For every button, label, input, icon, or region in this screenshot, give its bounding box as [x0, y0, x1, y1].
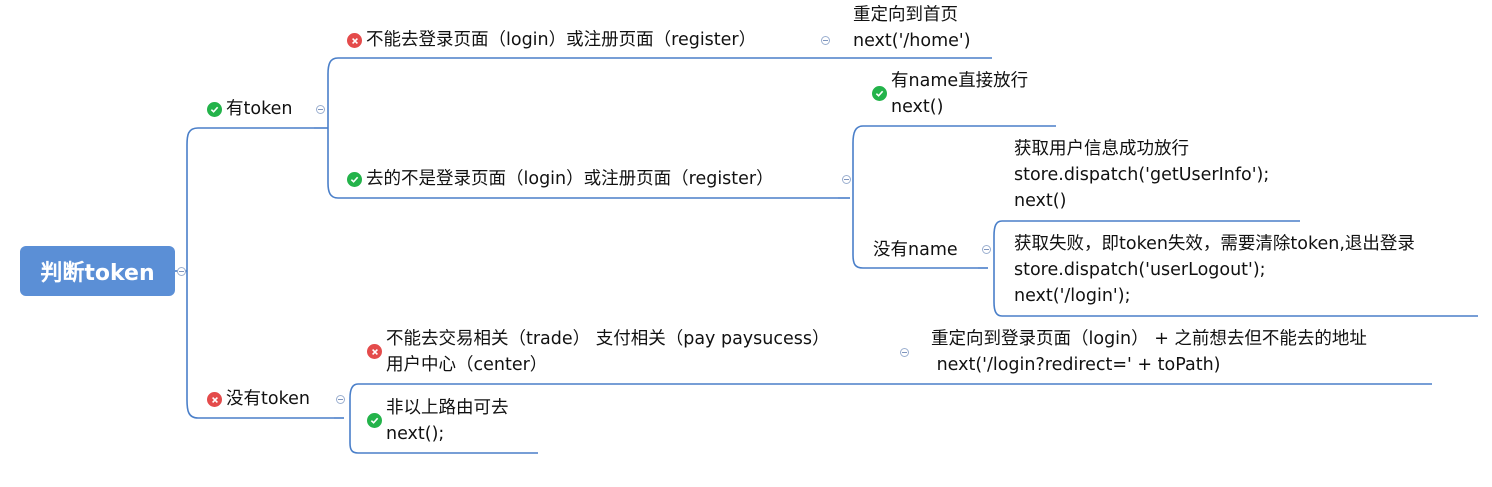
- get-user-success-code1: store.dispatch('getUserInfo');: [1014, 165, 1270, 185]
- has-name-code: next(): [891, 97, 944, 117]
- collapse-icon[interactable]: [900, 348, 909, 357]
- node-no-login-register[interactable]: 不能去登录页面（login）或注册页面（register）: [366, 27, 756, 53]
- get-user-fail-code2: next('/login');: [1014, 286, 1131, 306]
- x-circle-icon: [347, 33, 362, 48]
- collapse-icon[interactable]: [982, 245, 991, 254]
- check-circle-icon: [872, 86, 887, 101]
- node-other-pages[interactable]: 去的不是登录页面（login）或注册页面（register）: [366, 166, 774, 192]
- collapse-icon[interactable]: [316, 105, 325, 114]
- node-no-token-label: 没有token: [226, 389, 310, 409]
- check-circle-icon: [207, 102, 222, 117]
- node-no-token[interactable]: 没有token: [226, 386, 310, 412]
- get-user-success-code2: next(): [1014, 191, 1067, 211]
- get-user-success-text: 获取用户信息成功放行: [1014, 139, 1189, 159]
- check-circle-icon: [367, 413, 382, 428]
- restricted-routes-line2: 用户中心（center）: [386, 355, 548, 375]
- collapse-icon[interactable]: [177, 267, 186, 276]
- node-no-name[interactable]: 没有name: [873, 237, 958, 263]
- node-no-login-register-label: 不能去登录页面（login）或注册页面（register）: [366, 30, 757, 50]
- get-user-fail-code1: store.dispatch('userLogout');: [1014, 260, 1266, 280]
- node-other-pages-label: 去的不是登录页面（login）或注册页面（register）: [366, 169, 774, 189]
- x-circle-icon: [207, 392, 222, 407]
- node-other-routes[interactable]: 非以上路由可去 next();: [386, 395, 509, 447]
- node-get-user-fail[interactable]: 获取失败，即token失效，需要清除token,退出登录 store.dispa…: [1014, 231, 1415, 309]
- node-redirect-home[interactable]: 重定向到首页 next('/home'): [853, 2, 971, 54]
- redirect-login-code: next('/login?redirect=' + toPath): [931, 355, 1221, 375]
- x-circle-icon: [367, 344, 382, 359]
- other-routes-text: 非以上路由可去: [386, 398, 509, 418]
- get-user-fail-text: 获取失败，即token失效，需要清除token,退出登录: [1014, 234, 1415, 254]
- other-routes-code: next();: [386, 424, 445, 444]
- node-has-token[interactable]: 有token: [226, 96, 292, 122]
- node-get-user-success[interactable]: 获取用户信息成功放行 store.dispatch('getUserInfo')…: [1014, 136, 1269, 214]
- node-restricted-routes[interactable]: 不能去交易相关（trade） 支付相关（pay paysucess） 用户中心（…: [386, 326, 830, 378]
- root-label: 判断token: [40, 261, 155, 286]
- redirect-home-code: next('/home'): [853, 31, 971, 51]
- collapse-icon[interactable]: [821, 36, 830, 45]
- node-no-name-label: 没有name: [873, 240, 958, 260]
- collapse-icon[interactable]: [336, 395, 345, 404]
- node-has-name[interactable]: 有name直接放行 next(): [891, 68, 1028, 120]
- redirect-login-text: 重定向到登录页面（login） + 之前想去但不能去的地址: [931, 329, 1367, 349]
- collapse-icon[interactable]: [842, 175, 851, 184]
- node-redirect-login[interactable]: 重定向到登录页面（login） + 之前想去但不能去的地址 next('/log…: [931, 326, 1367, 378]
- redirect-home-text: 重定向到首页: [853, 5, 958, 25]
- node-has-token-label: 有token: [226, 99, 293, 119]
- root-node[interactable]: 判断token: [20, 246, 175, 296]
- has-name-text: 有name直接放行: [891, 71, 1029, 91]
- check-circle-icon: [347, 172, 362, 187]
- restricted-routes-line1: 不能去交易相关（trade） 支付相关（pay paysucess）: [386, 329, 830, 349]
